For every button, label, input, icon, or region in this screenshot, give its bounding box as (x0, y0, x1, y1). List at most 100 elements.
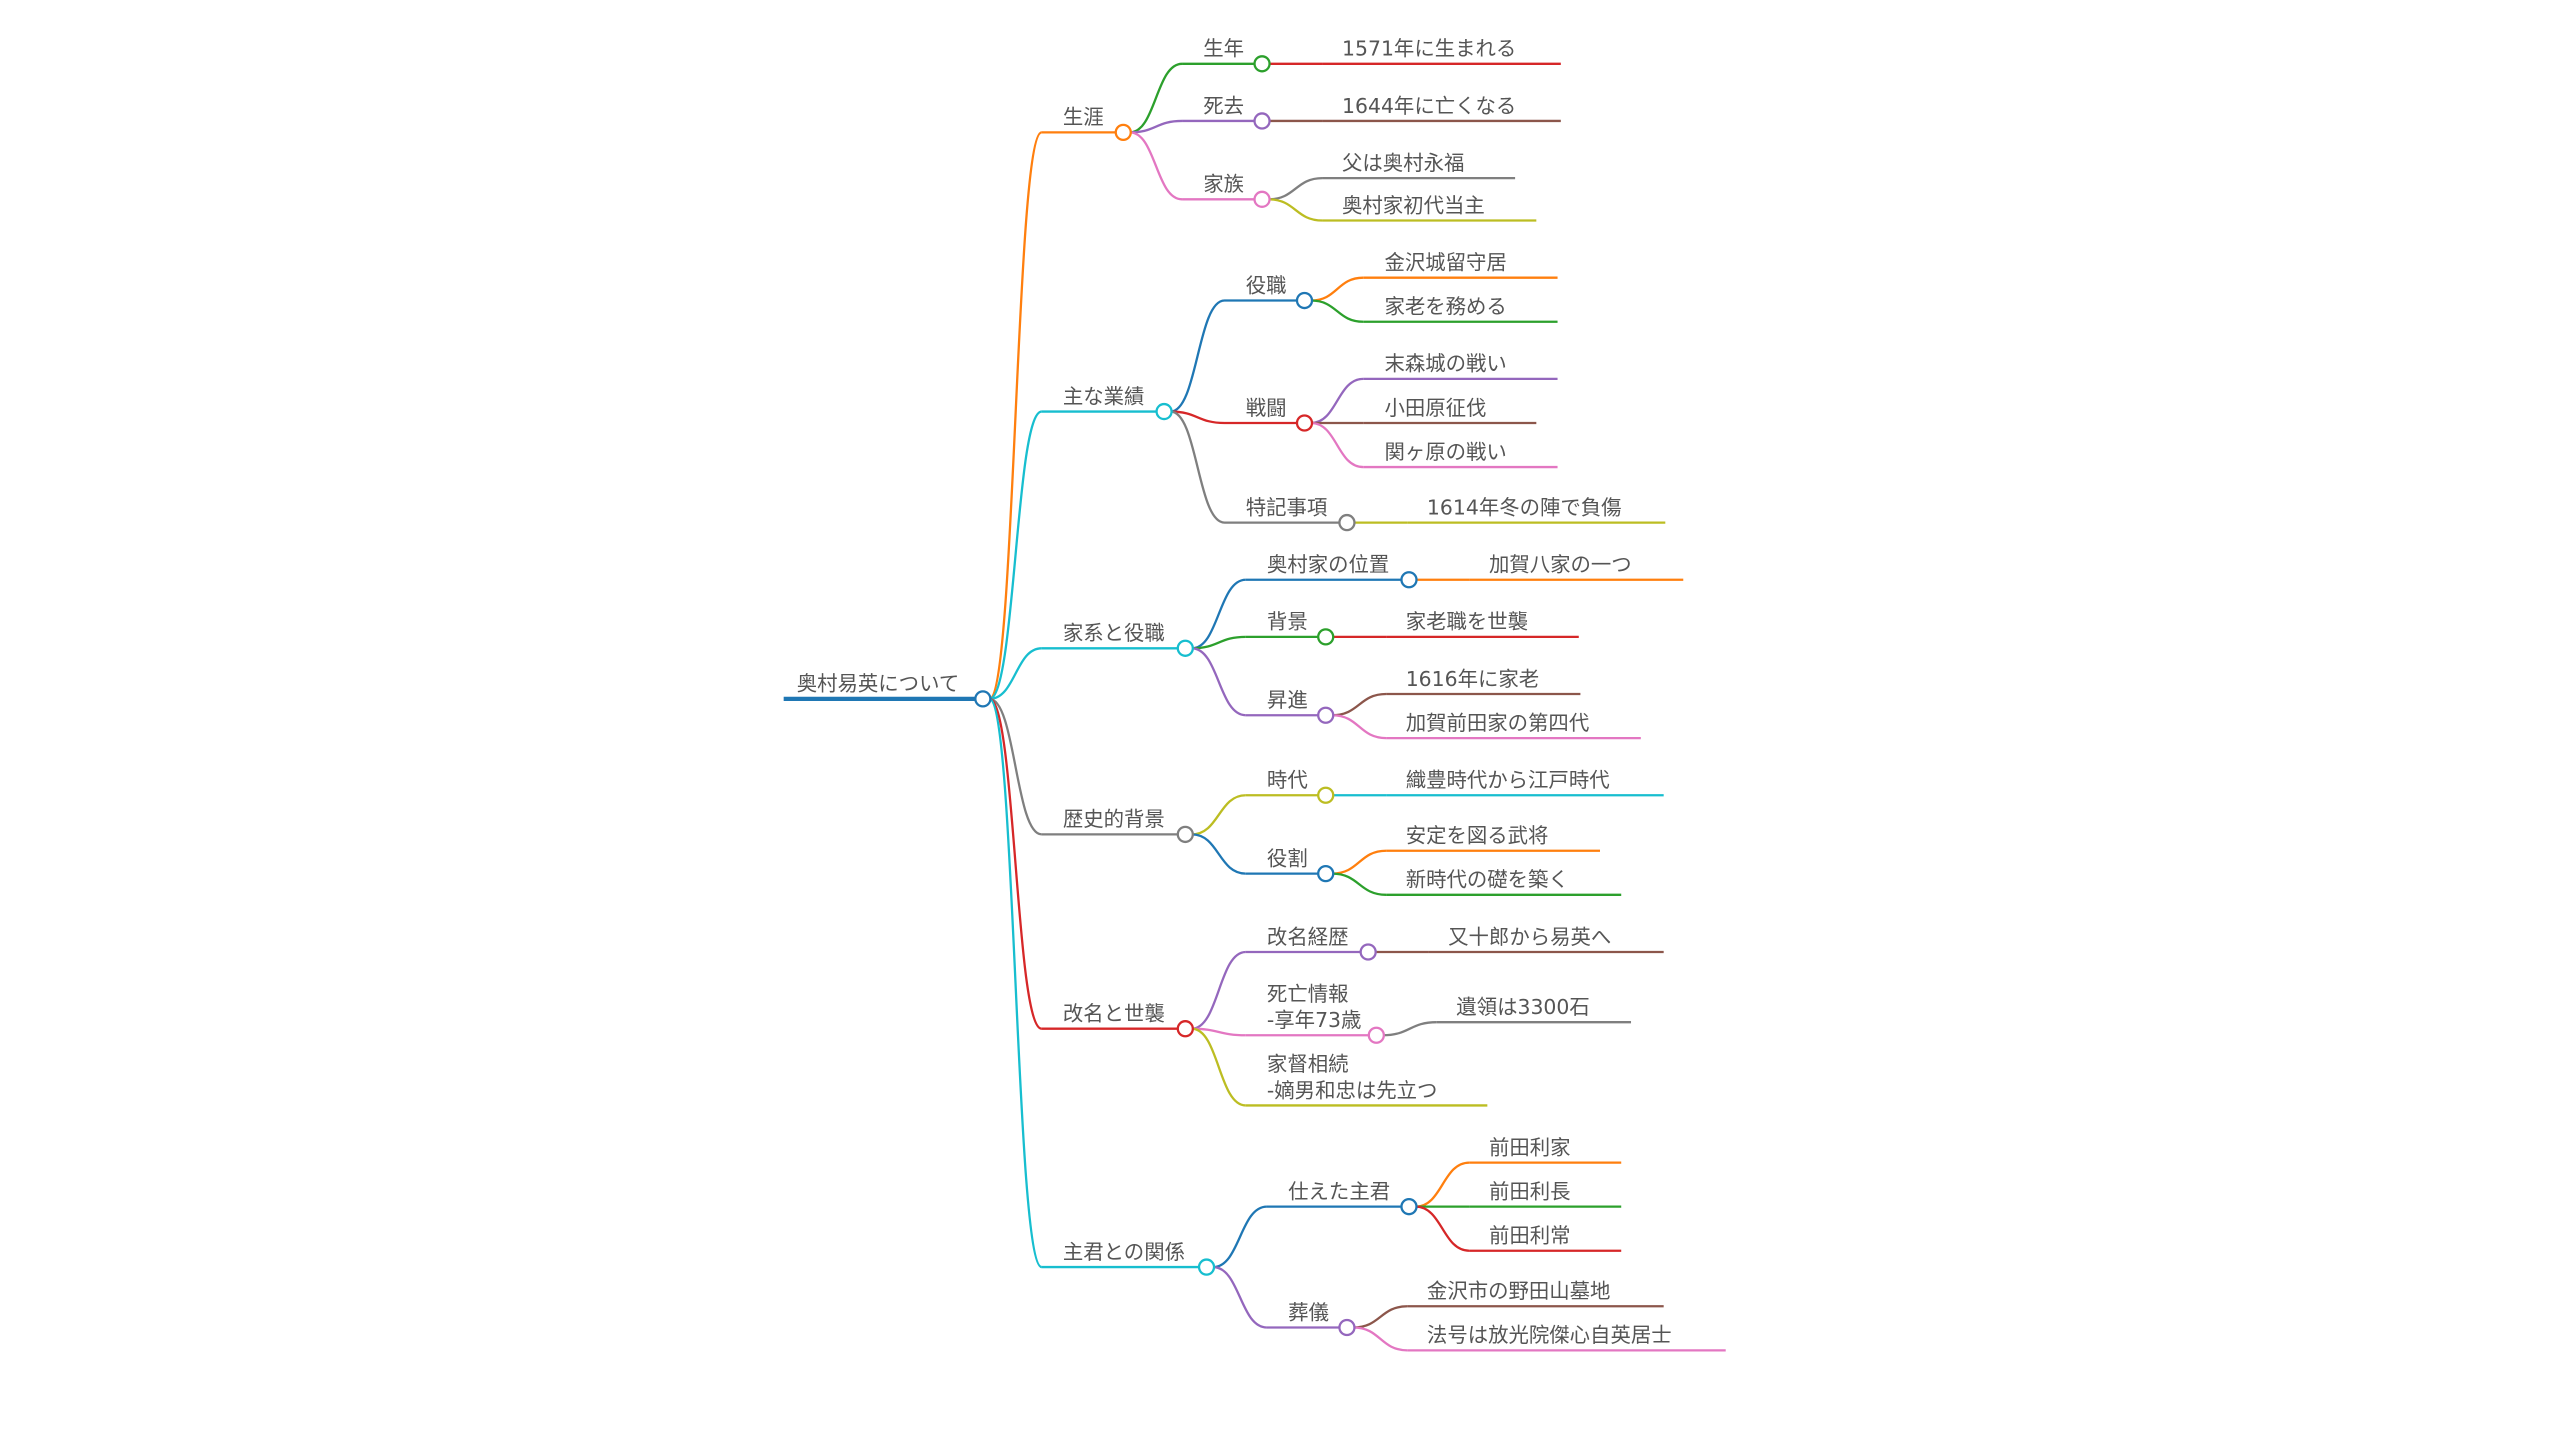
node-label: 奥村家初代当主 (1342, 193, 1485, 217)
branch-node[interactable]: 生涯 (1041, 105, 1132, 142)
leaf-node[interactable]: 1571年に生まれる (1322, 37, 1561, 65)
node-circle-icon[interactable] (1317, 786, 1335, 804)
branch-node[interactable]: 歴史的背景 (1041, 807, 1194, 844)
branch-node[interactable]: 役割 (1245, 846, 1335, 883)
node-circle-icon[interactable] (1176, 1020, 1194, 1038)
connector-line (989, 647, 1042, 701)
node-label: 家系と役職 (1063, 621, 1165, 645)
node-label: 家老職を世襲 (1406, 610, 1528, 634)
node-label: 主君との関係 (1063, 1240, 1185, 1264)
connector-line (1191, 647, 1246, 717)
connector-line (1129, 62, 1183, 134)
node-circle-icon[interactable] (1295, 414, 1314, 432)
leaf-node[interactable]: 関ヶ原の戦い (1363, 440, 1558, 469)
connector-line (988, 131, 1043, 701)
leaf-node[interactable]: 遺領は3300石 (1436, 995, 1632, 1024)
leaf-node[interactable]: 1616年に家老 (1386, 667, 1581, 696)
branch-node[interactable]: 生年 (1182, 37, 1271, 73)
node-label: 1616年に家老 (1406, 667, 1539, 691)
root-node[interactable]: 奥村易英について (783, 672, 992, 708)
leaf-node[interactable]: 1644年に亡くなる (1322, 94, 1561, 123)
node-circle-icon[interactable] (1317, 706, 1335, 724)
leaf-node[interactable]: 金沢城留守居 (1363, 251, 1558, 279)
node-circle-icon[interactable] (1317, 864, 1335, 883)
connector-line (1310, 276, 1364, 302)
node-label: 昇進 (1267, 688, 1308, 712)
branch-node[interactable]: 家族 (1182, 172, 1271, 208)
connector-line (1353, 1305, 1408, 1329)
leaf-node[interactable]: 加賀八家の一つ (1469, 553, 1684, 581)
connector-line (1191, 833, 1246, 875)
node-circle-icon[interactable] (1176, 825, 1194, 844)
connector-line (1332, 692, 1387, 717)
branch-node[interactable]: 主な業績 (1041, 384, 1173, 421)
leaf-node[interactable]: 小田原征伐 (1363, 396, 1537, 425)
node-label: 加賀前田家の第四代 (1406, 711, 1590, 735)
node-circle-icon[interactable] (1359, 943, 1377, 961)
leaf-node[interactable]: 家老を務める (1363, 295, 1558, 323)
node-label: 法号は放光院傑心自英居士 (1427, 1323, 1672, 1347)
node-circle-icon[interactable] (1176, 639, 1194, 657)
connector-line (1310, 377, 1364, 425)
branch-node[interactable]: 主君との関係 (1041, 1240, 1216, 1276)
leaf-node[interactable]: 末森城の戦い (1363, 352, 1558, 381)
connector-line (1332, 872, 1387, 896)
node-circle-icon[interactable] (1253, 112, 1271, 130)
node-label: 加賀八家の一つ (1489, 553, 1632, 577)
node-circle-icon[interactable] (1253, 190, 1271, 208)
branch-node[interactable]: 改名と世襲 (1041, 1002, 1194, 1038)
node-label: 役割 (1267, 846, 1308, 870)
leaf-node[interactable]: 加賀前田家の第四代 (1386, 711, 1641, 740)
node-circle-icon[interactable] (1338, 1318, 1356, 1337)
leaf-node[interactable]: 織豊時代から江戸時代 (1386, 768, 1664, 797)
branch-node[interactable]: 家系と役職 (1041, 621, 1194, 657)
node-circle-icon[interactable] (1338, 513, 1356, 532)
node-circle-icon[interactable] (1317, 628, 1335, 646)
leaf-node[interactable]: 新時代の礎を築く (1386, 868, 1622, 896)
node-circle-icon[interactable] (1114, 123, 1132, 142)
connector-line (989, 697, 1042, 836)
leaf-node[interactable]: 前田利長 (1469, 1180, 1622, 1208)
leaf-node[interactable]: 法号は放光院傑心自英居士 (1407, 1323, 1726, 1352)
leaf-node[interactable]: 奥村家初代当主 (1322, 193, 1537, 222)
node-circle-icon[interactable] (1253, 55, 1271, 73)
leaf-node[interactable]: 1614年冬の陣で負傷 (1407, 495, 1666, 524)
leaf-node[interactable]: 金沢市の野田山墓地 (1407, 1279, 1664, 1308)
node-label: 家族 (1203, 172, 1244, 196)
leaf-node[interactable]: 安定を図る武将 (1386, 824, 1600, 852)
node-circle-icon[interactable] (1295, 291, 1314, 310)
branch-node[interactable]: 奥村家の位置 (1245, 553, 1418, 589)
leaf-node[interactable]: 前田利常 (1469, 1224, 1622, 1252)
node-circle-icon[interactable] (1155, 402, 1173, 421)
connector-line (1415, 1205, 1470, 1252)
node-circle-icon[interactable] (974, 690, 992, 708)
branch-node[interactable]: 昇進 (1245, 688, 1335, 724)
branch-node[interactable]: 役職 (1224, 273, 1314, 310)
connector-line (1191, 794, 1246, 836)
branch-node[interactable]: 葬儀 (1266, 1300, 1356, 1337)
branch-node[interactable]: 死亡情報-享年73歳 (1245, 982, 1385, 1044)
connector-line (1129, 131, 1183, 201)
leaf-node[interactable]: 家督相続-嫡男和忠は先立つ (1245, 1052, 1488, 1107)
leaf-node[interactable]: 前田利家 (1469, 1135, 1622, 1164)
node-circle-icon[interactable] (1197, 1258, 1216, 1276)
connector-line (1129, 119, 1183, 134)
node-label: 1571年に生まれる (1342, 37, 1516, 61)
node-label: 遺領は3300石 (1456, 995, 1589, 1019)
connector-line (1310, 299, 1364, 323)
node-circle-icon[interactable] (1367, 1026, 1385, 1044)
branch-node[interactable]: 仕えた主君 (1266, 1180, 1418, 1216)
branch-node[interactable]: 戦闘 (1224, 396, 1314, 432)
node-circle-icon[interactable] (1400, 1198, 1418, 1216)
leaf-node[interactable]: 家老職を世襲 (1386, 610, 1579, 639)
node-circle-icon[interactable] (1400, 571, 1418, 589)
leaf-node[interactable]: 父は奥村永福 (1322, 151, 1516, 180)
branch-node[interactable]: 背景 (1245, 610, 1335, 646)
branch-node[interactable]: 死去 (1182, 94, 1271, 130)
branch-node[interactable]: 時代 (1245, 768, 1335, 804)
branch-node[interactable]: 改名経歴 (1245, 925, 1377, 961)
branch-node[interactable]: 特記事項 (1224, 495, 1356, 532)
leaf-node[interactable]: 又十郎から易英へ (1428, 925, 1664, 954)
